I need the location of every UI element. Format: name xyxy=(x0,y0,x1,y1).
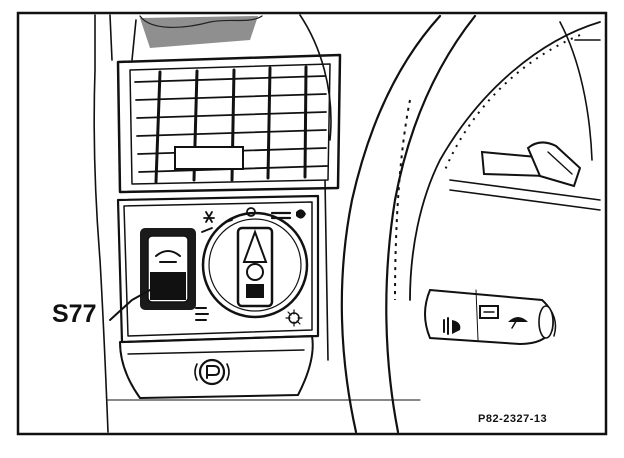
figure-frame xyxy=(16,11,608,436)
switch-panel xyxy=(116,194,320,344)
callout-label: S77 xyxy=(52,300,96,328)
steering-wheel xyxy=(340,14,601,434)
switch-position-symbols xyxy=(201,207,306,327)
rocker-switch-icon xyxy=(140,228,196,310)
figure-code: P82-2327-13 xyxy=(478,413,547,425)
callout-leader-line xyxy=(109,289,151,321)
dashboard-top-shading xyxy=(140,16,258,48)
parking-brake-icon xyxy=(194,358,230,386)
lower-console xyxy=(119,335,314,399)
windshield-wiper-icon xyxy=(443,305,528,335)
rear-fog-symbol xyxy=(195,307,209,321)
air-vent xyxy=(116,53,342,194)
headlamp-rotary-switch-icon xyxy=(201,211,309,319)
cruise-control-lever xyxy=(480,141,582,188)
instrument-cluster xyxy=(449,21,601,211)
